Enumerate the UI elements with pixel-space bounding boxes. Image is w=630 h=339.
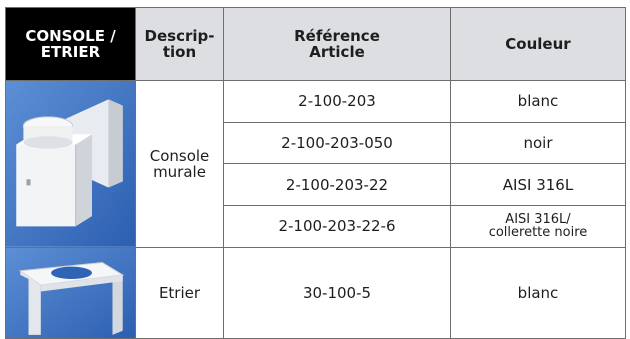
reference-cell: 2-100-203 — [223, 80, 451, 123]
header-console-line2: ETRIER — [40, 43, 101, 61]
description-line1: Console — [149, 146, 210, 165]
table-row: 2-100-203-22 AISI 316L — [6, 163, 626, 207]
table-row: Etrier 30-100-5 blanc — [5, 246, 626, 339]
table-row: Console murale 2-100-203 blanc — [5, 80, 626, 248]
table-row: 2-100-203-050 noir — [6, 121, 626, 165]
couleur-line2: collerette noire — [488, 225, 588, 241]
reference-cell: 2-100-203-050 — [223, 121, 451, 165]
header-couleur: Couleur — [450, 7, 626, 81]
reference-cell: 2-100-203-22-6 — [223, 205, 451, 248]
header-row: CONSOLE / ETRIER Descrip- tion Référence… — [5, 7, 626, 81]
header-console-etrier: CONSOLE / ETRIER — [5, 7, 136, 81]
couleur-cell: AISI 316L — [450, 163, 626, 207]
stirrup-bracket-image — [6, 247, 135, 338]
couleur-cell: AISI 316L/ collerette noire — [450, 205, 626, 248]
product-image-cell — [5, 246, 136, 339]
header-console-line1: CONSOLE / — [25, 27, 116, 45]
couleur-line1: AISI 316L/ — [505, 212, 571, 228]
description-etrier: Etrier — [135, 246, 224, 339]
header-description: Descrip- tion — [135, 7, 224, 81]
header-description-line2: tion — [162, 43, 197, 61]
description-line2: murale — [153, 162, 206, 181]
header-reference-line2: Article — [309, 43, 365, 61]
header-description-line1: Descrip- — [144, 27, 215, 45]
couleur-cell: blanc — [450, 246, 626, 339]
product-table: CONSOLE / ETRIER Descrip- tion Référence… — [5, 7, 626, 339]
header-reference: Référence Article — [223, 7, 451, 81]
header-reference-line1: Référence — [294, 27, 380, 45]
couleur-cell: blanc — [450, 80, 626, 123]
reference-cell: 2-100-203-22 — [223, 163, 451, 207]
description-console-murale: Console murale — [135, 80, 224, 248]
wall-bracket-image — [6, 81, 135, 247]
couleur-cell: noir — [450, 121, 626, 165]
product-image-cell — [5, 80, 136, 248]
table-row: 2-100-203-22-6 AISI 316L/ collerette noi… — [6, 205, 626, 248]
reference-cell: 30-100-5 — [223, 246, 451, 339]
